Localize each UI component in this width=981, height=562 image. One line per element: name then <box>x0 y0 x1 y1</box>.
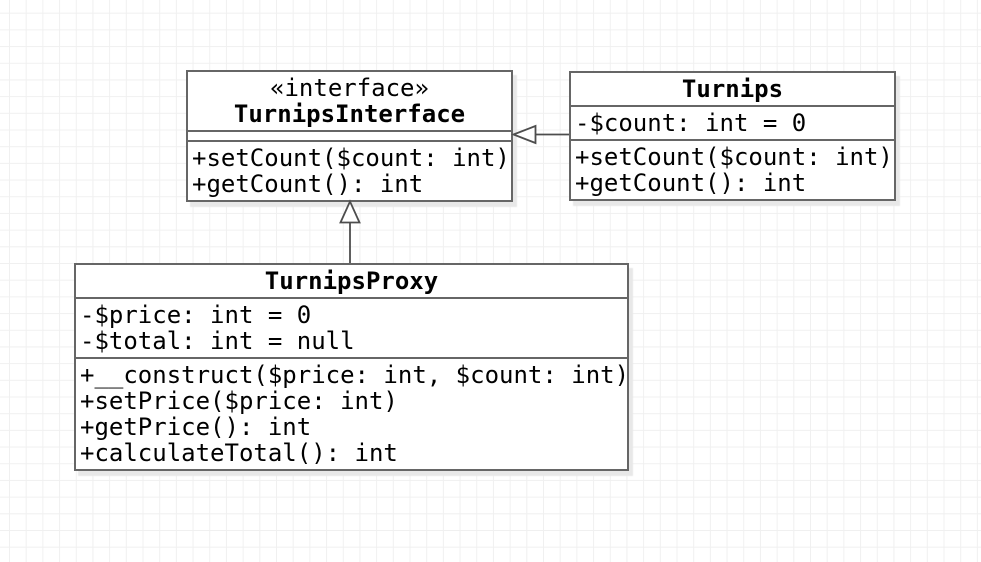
class-stereotype: «interface» <box>270 74 429 102</box>
attribute-row: -$count: int = 0 <box>575 109 807 137</box>
class-header: TurnipsProxy <box>76 265 627 297</box>
method-row: +getPrice(): int <box>80 413 312 441</box>
generalization-arrow-turnips-to-turnipsinterface[interactable] <box>511 124 570 145</box>
attributes-compartment: -$count: int = 0 <box>571 105 894 139</box>
generalization-arrow-turnipsproxy-to-turnipsinterface[interactable] <box>339 199 361 264</box>
method-row: +getCount(): int <box>575 169 807 197</box>
attribute-row: -$total: int = null <box>80 327 355 355</box>
class-box-turnipsproxy[interactable]: TurnipsProxy -$price: int = 0-$total: in… <box>74 263 629 471</box>
hollow-triangle-arrowhead <box>339 199 361 224</box>
method-row: +setCount($count: int) <box>192 144 510 172</box>
class-box-turnipsinterface[interactable]: «interface» TurnipsInterface +setCount($… <box>186 70 513 202</box>
attributes-compartment <box>188 130 511 140</box>
class-name: Turnips <box>681 75 784 103</box>
attributes-compartment: -$price: int = 0-$total: int = null <box>76 297 627 357</box>
hollow-triangle-arrowhead <box>511 124 537 145</box>
method-row: +getCount(): int <box>192 170 424 198</box>
class-header: «interface» TurnipsInterface <box>188 72 511 130</box>
class-box-turnips[interactable]: Turnips -$count: int = 0 +setCount($coun… <box>569 71 896 201</box>
method-row: +setPrice($price: int) <box>80 387 398 415</box>
method-row: +__construct($price: int, $count: int) <box>80 361 630 389</box>
method-row: +setCount($count: int) <box>575 143 893 171</box>
class-name: TurnipsInterface <box>233 100 466 128</box>
class-name: TurnipsProxy <box>264 267 439 295</box>
method-row: +calculateTotal(): int <box>80 439 398 467</box>
methods-compartment: +setCount($count: int)+getCount(): int <box>571 139 894 199</box>
attribute-row: -$price: int = 0 <box>80 301 312 329</box>
methods-compartment: +setCount($count: int)+getCount(): int <box>188 140 511 200</box>
class-header: Turnips <box>571 73 894 105</box>
methods-compartment: +__construct($price: int, $count: int)+s… <box>76 357 630 469</box>
